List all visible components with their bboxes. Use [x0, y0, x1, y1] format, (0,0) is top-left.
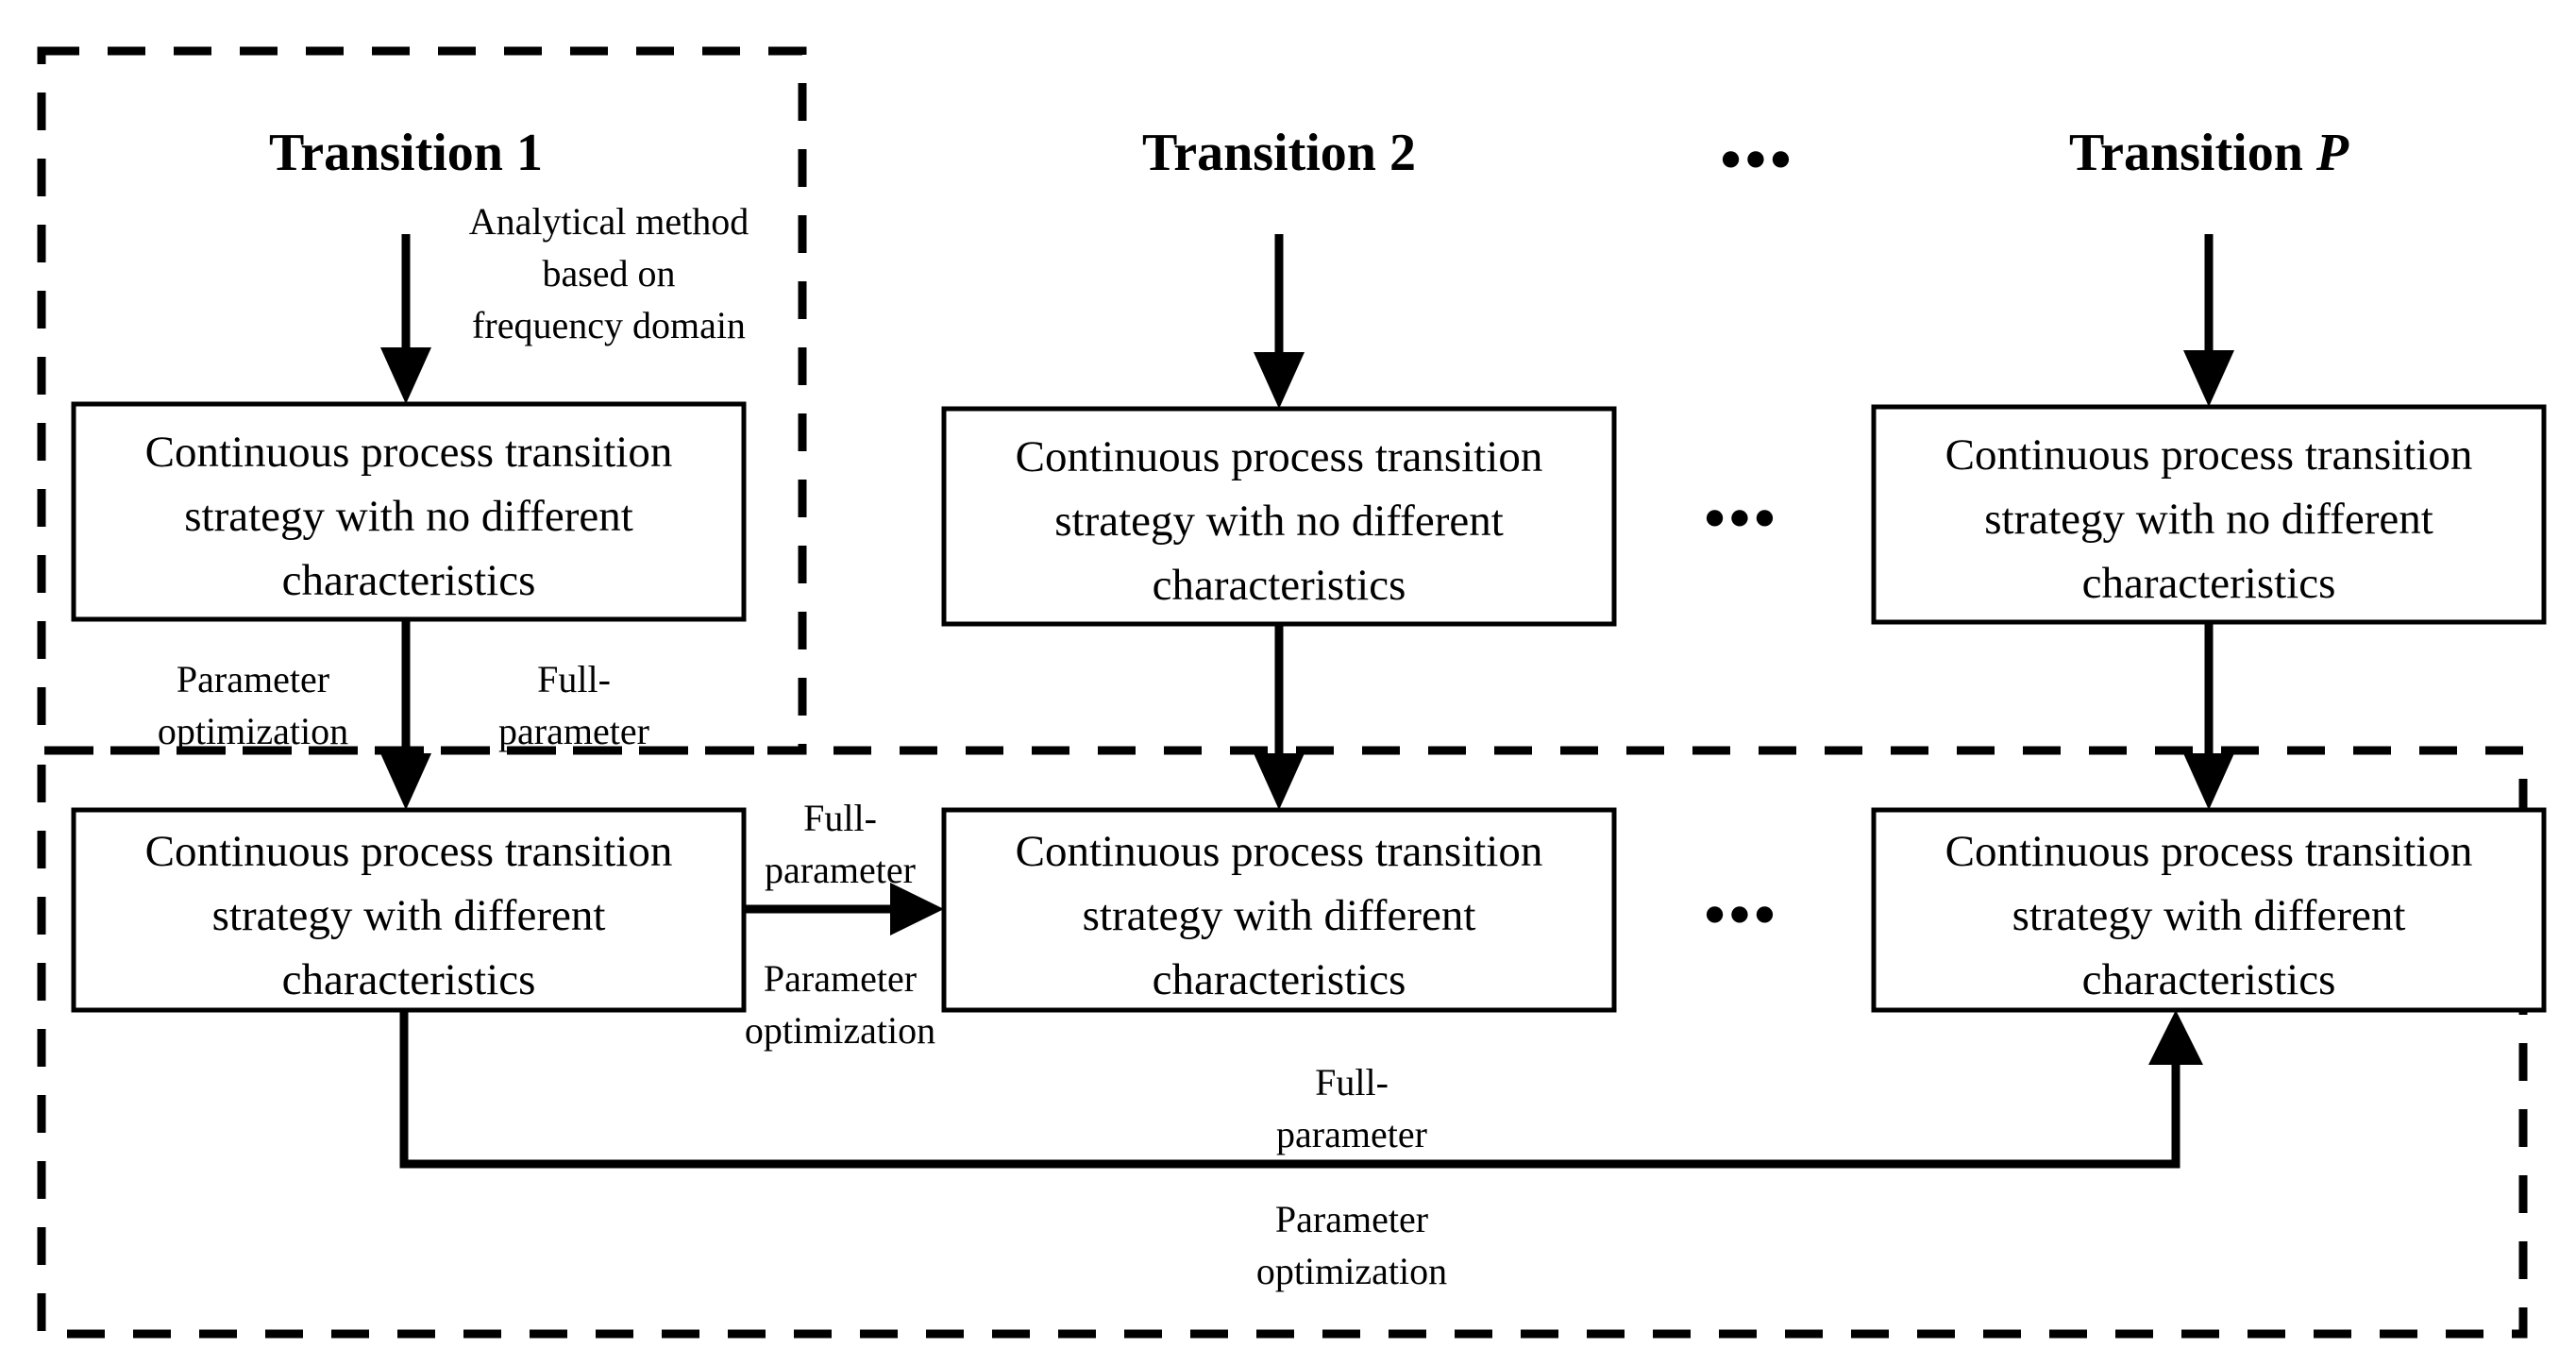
column-title-transition-2: Transition 2 [1142, 124, 1416, 182]
process-box-top-2 [941, 406, 1617, 627]
process-box-bottom-2 [941, 807, 1617, 1013]
label-feedback-param-opt-line1: Parameter [1275, 1198, 1428, 1240]
process-box-top-2-line3: characteristics [1153, 561, 1406, 610]
row-top-ellipsis: ••• [1704, 484, 1778, 551]
label-mid-1-full-param-line2: parameter [498, 710, 649, 752]
process-box-bottom-1-line1: Continuous process transition [145, 827, 673, 876]
process-box-bottom-2-line2: strategy with different [1083, 891, 1476, 940]
label-mid-1-param-opt-line2: optimization [158, 710, 348, 752]
process-box-top-p-line2: strategy with no different [1984, 495, 2433, 544]
process-box-bottom-p [1871, 807, 2547, 1013]
label-b1b2-full-param-line1: Full- [803, 797, 877, 839]
process-box-bottom-2-line3: characteristics [1153, 955, 1406, 1004]
arrow-head-mid-1 [380, 753, 431, 810]
column-title-transition-p-index: P [2315, 124, 2349, 182]
process-box-top-2-line2: strategy with no different [1054, 497, 1504, 546]
process-box-top-1-line3: characteristics [282, 556, 536, 605]
process-box-top-2-line1: Continuous process transition [1016, 432, 1543, 481]
arrow-head-mid-p [2183, 753, 2234, 810]
label-b1b2-param-opt-line1: Parameter [764, 957, 917, 1000]
label-b1b2-param-opt-line2: optimization [745, 1009, 935, 1052]
feedback-route-bottom1-to-bottomp [399, 1010, 2180, 1169]
arrow-head-feedback-to-bottomp [2148, 1010, 2203, 1065]
column-title-transition-p: Transition P [2069, 124, 2349, 182]
column-title-transition-p-prefix: Transition [2069, 124, 2316, 182]
process-box-bottom-p-line2: strategy with different [2012, 891, 2406, 940]
process-box-top-1 [71, 401, 747, 622]
process-box-bottom-p-line1: Continuous process transition [1945, 827, 2473, 876]
process-box-top-p-line1: Continuous process transition [1945, 430, 2473, 480]
header-ellipsis: ••• [1720, 126, 1794, 193]
label-feedback-full-param-line2: parameter [1276, 1113, 1427, 1155]
label-b1b2-full-param-line2: parameter [765, 849, 916, 891]
process-box-bottom-1-line2: strategy with different [212, 891, 606, 940]
label-analytical-method-line1: Analytical method [469, 200, 749, 243]
row-bottom-ellipsis: ••• [1704, 881, 1778, 948]
process-box-bottom-1-line3: characteristics [282, 955, 536, 1004]
process-box-top-1-line2: strategy with no different [184, 492, 633, 541]
column-title-transition-1: Transition 1 [269, 124, 543, 182]
label-mid-1-full-param-line1: Full- [537, 658, 611, 700]
dashed-region-lower-wide [37, 746, 2528, 1339]
arrow-head-top-2 [1254, 352, 1305, 409]
label-analytical-method-line2: based on [542, 252, 675, 295]
label-mid-1-param-opt-line1: Parameter [177, 658, 329, 700]
label-feedback-param-opt-line2: optimization [1256, 1250, 1447, 1292]
process-box-bottom-1 [71, 807, 747, 1013]
arrow-head-top-1 [380, 347, 431, 404]
arrow-head-top-p [2183, 350, 2234, 407]
process-box-top-p [1871, 404, 2547, 625]
label-analytical-method-line3: frequency domain [472, 304, 746, 346]
label-feedback-full-param-line1: Full- [1315, 1061, 1389, 1104]
process-box-top-1-line1: Continuous process transition [145, 428, 673, 477]
arrow-head-mid-2 [1254, 753, 1305, 810]
process-box-bottom-2-line1: Continuous process transition [1016, 827, 1543, 876]
process-box-bottom-p-line3: characteristics [2082, 955, 2336, 1004]
process-box-top-p-line3: characteristics [2082, 559, 2336, 608]
arrow-head-bottom1-to-bottom2 [890, 883, 944, 935]
